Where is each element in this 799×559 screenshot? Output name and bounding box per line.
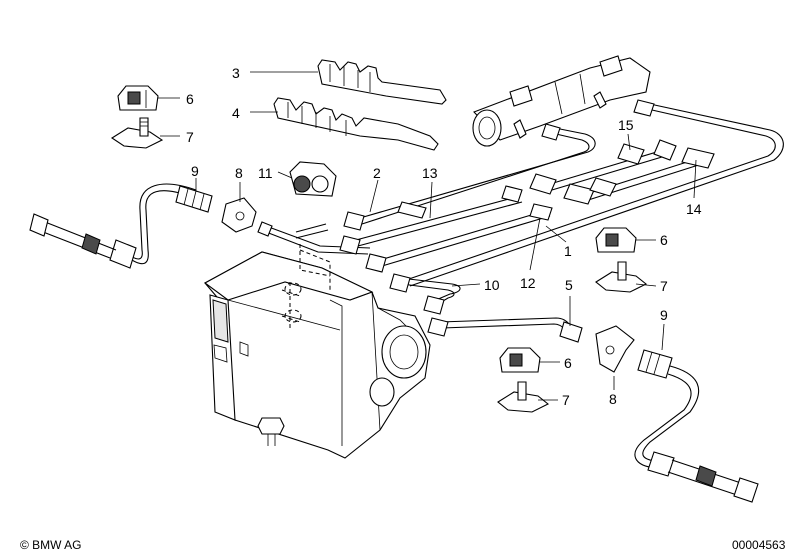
callout-6-low: 6 (564, 355, 572, 371)
clip-6-mid (595, 227, 637, 253)
bracket-8-right (595, 325, 635, 373)
callout-2: 2 (373, 165, 381, 181)
pipe-fittings (257, 99, 715, 343)
callout-11: 11 (258, 165, 273, 181)
callout-4: 4 (232, 105, 240, 121)
clip-6-top (117, 85, 159, 111)
callout-8-left: 8 (235, 165, 243, 181)
callout-9-left: 9 (191, 163, 199, 179)
callout-labels: 3 4 6 7 9 8 11 2 13 15 14 1 6 7 12 10 5 … (186, 65, 702, 408)
diagram-number: 00004563 (732, 538, 786, 552)
callout-1: 1 (564, 243, 572, 259)
clip-6-low (499, 347, 541, 373)
clip-7-top (110, 117, 164, 149)
grommet-11 (289, 161, 337, 197)
callout-10: 10 (484, 277, 500, 293)
callout-7-low: 7 (562, 392, 570, 408)
pipe-holder-3 (317, 59, 447, 105)
callout-7-mid: 7 (660, 278, 668, 294)
callout-6-top: 6 (186, 91, 194, 107)
clip-7-low (497, 381, 550, 413)
callout-13: 13 (422, 165, 438, 181)
pipe-holder-4 (273, 97, 439, 151)
callout-14: 14 (686, 201, 702, 217)
callout-7-top: 7 (186, 129, 194, 145)
copyright-notice: © BMW AG (20, 538, 82, 552)
leader-lines (158, 71, 697, 401)
callout-5: 5 (565, 277, 573, 293)
abs-hydraulic-unit (203, 249, 431, 459)
callout-6-mid: 6 (660, 232, 668, 248)
brake-hose-9-right (634, 349, 759, 503)
callout-15: 15 (618, 117, 634, 133)
callout-9-right: 9 (660, 307, 668, 323)
callout-3: 3 (232, 65, 240, 81)
clip-7-mid (595, 261, 648, 293)
callout-8-right: 8 (609, 391, 617, 407)
brake-hose-9-left (29, 183, 213, 269)
master-cylinder (472, 55, 651, 147)
callout-12: 12 (520, 275, 536, 291)
bracket-8-left (221, 197, 257, 233)
